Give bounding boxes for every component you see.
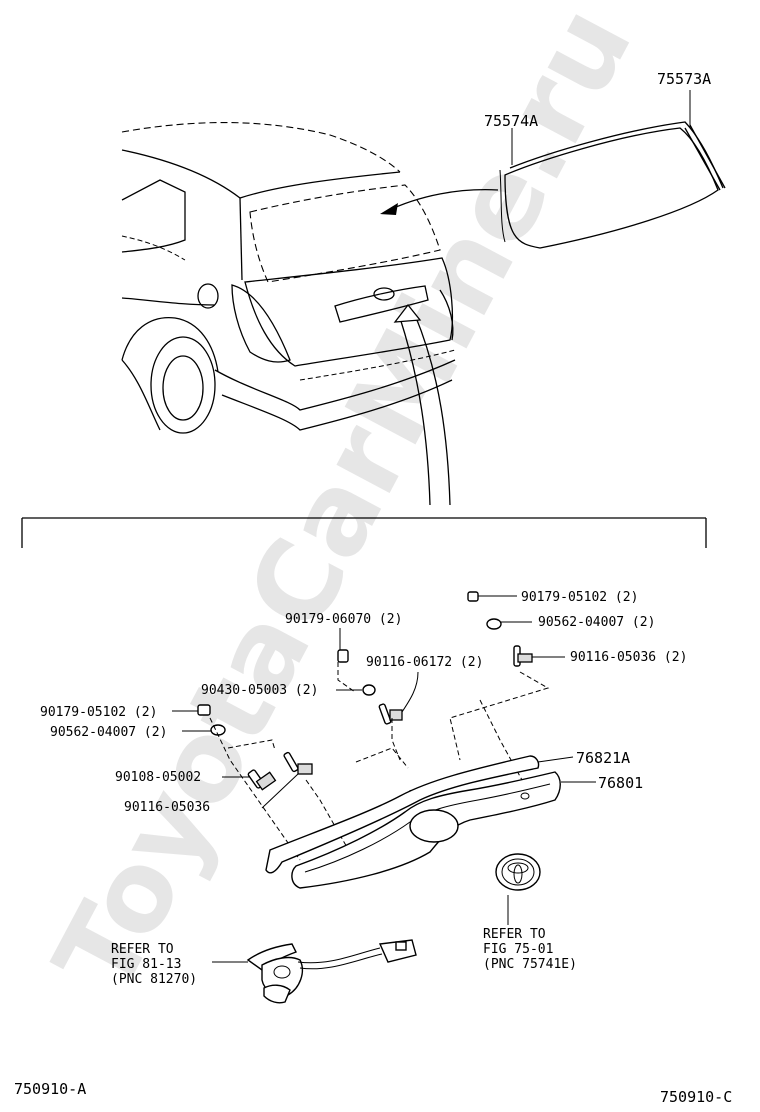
- fastener-clip-left: [197, 704, 211, 716]
- fastener-bolt-top: [513, 645, 565, 667]
- refer-line-3: (PNC 75741E): [483, 957, 577, 972]
- refer-line-1: REFER TO: [483, 927, 546, 942]
- part-number-90562-04007-top: 90562-04007 (2): [538, 615, 655, 630]
- fastener-nut-left: [210, 724, 226, 736]
- part-number-76801: 76801: [598, 774, 643, 792]
- fastener-nut-center: [336, 684, 376, 696]
- part-number-90108-05002: 90108-05002: [115, 770, 201, 785]
- refer-note-emblem: REFER TO FIG 75-01 (PNC 75741E): [483, 927, 577, 972]
- part-number-90179-05102-top: 90179-05102 (2): [521, 590, 638, 605]
- section-bracket: [21, 517, 707, 548]
- back-door-glass: [499, 121, 726, 249]
- part-number-90562-04007-left: 90562-04007 (2): [50, 725, 167, 740]
- car-rear-illustration: [121, 121, 499, 506]
- refer-line-2: FIG 75-01: [483, 942, 553, 957]
- figure-code-right: 750910-C: [660, 1088, 732, 1106]
- part-number-90116-05036-top: 90116-05036 (2): [570, 650, 687, 665]
- figure-code-left: 750910-A: [14, 1080, 86, 1098]
- refer-note-lock: REFER TO FIG 81-13 (PNC 81270): [111, 942, 197, 987]
- part-number-90116-05036-left: 90116-05036: [124, 800, 210, 815]
- back-door-garnish-76801: [291, 771, 561, 889]
- fastener-bolt-left: [261, 751, 313, 809]
- fastener-nut-top: [486, 618, 532, 630]
- part-number-90179-06070: 90179-06070 (2): [285, 612, 402, 627]
- refer-line-1: REFER TO: [111, 942, 174, 957]
- fastener-clip-center: [337, 649, 349, 663]
- refer-line-2: FIG 81-13: [111, 957, 181, 972]
- part-number-75573A: 75573A: [657, 70, 711, 88]
- part-number-90116-06172: 90116-06172 (2): [366, 655, 483, 670]
- part-number-75574A: 75574A: [484, 112, 538, 130]
- part-number-76821A: 76821A: [576, 749, 630, 767]
- fastener-bolt-center: [378, 671, 419, 725]
- back-door-lock-assembly: [212, 939, 417, 1004]
- part-number-90179-05102-left: 90179-05102 (2): [40, 705, 157, 720]
- fastener-screw-left: [222, 769, 277, 791]
- fastener-clip-top: [467, 591, 517, 602]
- refer-line-3: (PNC 81270): [111, 972, 197, 987]
- part-number-90430-05003: 90430-05003 (2): [201, 683, 318, 698]
- garnish-moulding-76821A: [265, 755, 596, 874]
- toyota-emblem: [495, 853, 541, 925]
